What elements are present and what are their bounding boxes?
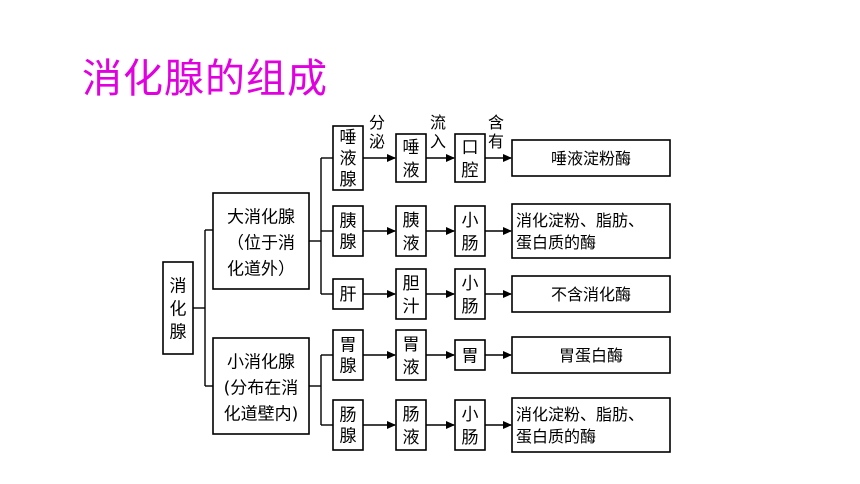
fluid-2-text: 胰 [403,211,420,231]
header-2-text: 流 [430,113,446,132]
group-2-frame [212,337,310,435]
gland-1-text: 液 [340,149,357,169]
place-5-text: 肠 [462,428,479,448]
fluid-2-text: 液 [403,234,420,254]
result-2-text: 消化淀粉、脂肪、 [516,211,644,230]
root-node-text: 化 [170,299,187,319]
gland-3-text: 肝 [340,285,357,305]
page-title: 消化腺的组成 [82,56,328,102]
group-2-text: (分布在消 [224,378,299,398]
root-node-text: 腺 [170,322,187,342]
place-3-text: 小 [462,274,479,294]
fluid-5-frame [395,399,427,451]
place-2-text: 小 [462,211,479,231]
result-5-text: 蛋白质的酶 [516,427,596,446]
gland-2-text: 胰 [340,211,357,231]
place-5-frame [454,399,486,451]
header-2-text: 入 [430,132,446,151]
place-3: 小肠 [454,268,486,320]
place-4: 胃 [454,339,486,371]
result-4-text: 胃蛋白酶 [559,346,623,365]
result-1: 唾液淀粉酶 [511,139,671,177]
fluid-1-text: 液 [403,161,420,181]
group-2-text: 化道壁内) [224,404,299,424]
result-1-text: 唾液淀粉酶 [551,149,631,168]
result-4: 胃蛋白酶 [511,336,671,374]
fluid-1-text: 唾 [403,138,420,158]
fluid-5: 肠液 [395,399,427,451]
gland-5-text: 腺 [340,426,357,446]
gland-2: 胰腺 [332,205,364,257]
gland-4-text: 腺 [340,356,357,376]
fluid-2: 胰液 [395,205,427,257]
result-4-frame [511,336,671,374]
gland-1-frame [332,125,364,191]
result-3-text: 不含消化酶 [551,285,631,304]
result-5-frame [511,397,671,453]
gland-2-text: 腺 [340,232,357,252]
gland-4-frame [332,329,364,381]
result-1-frame [511,139,671,177]
group-1-text: 大消化腺 [227,207,295,227]
fluid-3-text: 汁 [403,297,420,317]
gland-5-text: 肠 [340,405,357,425]
gland-5-frame [332,399,364,451]
header-3-text: 有 [488,132,504,151]
result-2: 消化淀粉、脂肪、蛋白质的酶 [511,203,671,259]
place-1-text: 口 [462,138,479,158]
fluid-4: 胃液 [395,329,427,381]
place-3-text: 肠 [462,297,479,317]
place-2-text: 肠 [462,234,479,254]
place-1-text: 腔 [462,161,479,181]
fluid-3-frame [395,268,427,320]
place-3-frame [454,268,486,320]
place-5: 小肠 [454,399,486,451]
place-5-text: 小 [462,405,479,425]
fluid-5-text: 肠 [403,405,420,425]
result-2-frame [511,203,671,259]
header-1-text: 分 [369,113,385,132]
gland-1: 唾液腺 [332,125,364,191]
place-4-frame [454,339,486,371]
fluid-4-frame [395,329,427,381]
place-1-frame [454,133,486,183]
fluid-2-frame [395,205,427,257]
group-1-text: 化道外） [227,259,295,279]
gland-3-frame [332,278,364,310]
gland-4: 胃腺 [332,329,364,381]
place-2: 小肠 [454,205,486,257]
fluid-4-text: 液 [403,358,420,378]
fluid-3-text: 胆 [403,274,420,294]
group-1-text: （位于消 [227,233,295,253]
result-5: 消化淀粉、脂肪、蛋白质的酶 [511,397,671,453]
gland-1-text: 腺 [340,170,357,190]
root-node: 消化腺 [162,261,194,355]
fluid-5-text: 液 [403,428,420,448]
gland-2-frame [332,205,364,257]
fluid-1-frame [395,133,427,183]
result-3-frame [511,275,671,313]
place-1: 口腔 [454,133,486,183]
result-3: 不含消化酶 [511,275,671,313]
gland-1-text: 唾 [340,128,357,148]
result-5-text: 消化淀粉、脂肪、 [516,405,644,424]
fluid-1: 唾液 [395,133,427,183]
group-2-text: 小消化腺 [227,352,295,372]
place-4-text: 胃 [462,346,479,366]
gland-5: 肠腺 [332,399,364,451]
group-1-frame [212,192,310,290]
gland-3: 肝 [332,278,364,310]
header-1-text: 泌 [369,132,385,151]
root-node-frame [162,261,194,355]
gland-4-text: 胃 [340,335,357,355]
header-3-text: 含 [488,113,504,132]
fluid-3: 胆汁 [395,268,427,320]
root-node-text: 消 [170,276,187,296]
fluid-4-text: 胃 [403,335,420,355]
place-2-frame [454,205,486,257]
result-2-text: 蛋白质的酶 [516,233,596,252]
